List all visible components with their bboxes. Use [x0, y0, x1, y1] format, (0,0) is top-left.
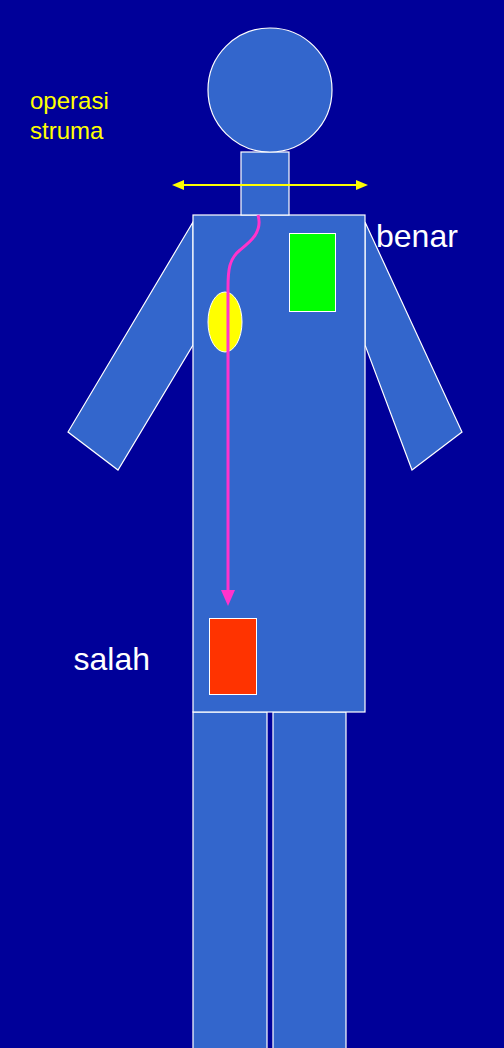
incision-arrowhead — [356, 180, 368, 190]
head — [208, 28, 332, 152]
left-arm — [68, 222, 193, 470]
incision-line — [182, 184, 358, 186]
right-leg — [273, 712, 346, 1048]
thymus-spot — [208, 292, 242, 352]
neck — [241, 152, 289, 215]
migration-path — [228, 215, 259, 592]
torso — [193, 215, 365, 712]
correct-site-box: benar — [289, 233, 336, 312]
site-label: benar — [376, 218, 458, 255]
left-leg — [193, 712, 267, 1048]
procedure-label: operasi struma — [30, 86, 140, 146]
incision-arrowhead — [172, 180, 184, 190]
right-arm — [365, 222, 462, 470]
site-label: salah — [74, 641, 151, 678]
wrong-site-box: salah — [209, 618, 257, 695]
path-arrowhead — [221, 590, 235, 606]
